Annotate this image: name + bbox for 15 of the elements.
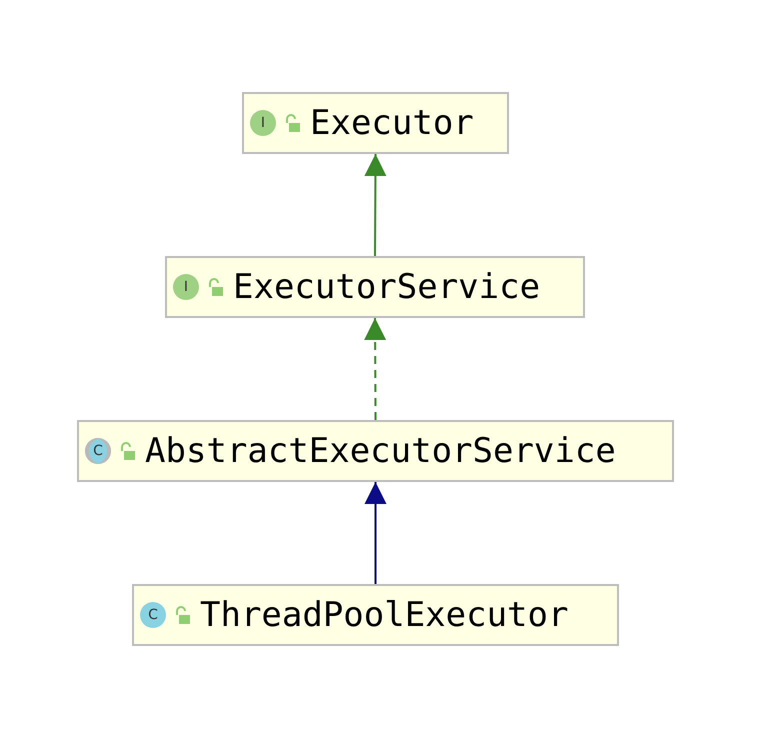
type-icon: I — [173, 274, 199, 300]
class-box — [165, 256, 585, 318]
class-name: ThreadPoolExecutor — [200, 595, 568, 635]
class-box — [77, 420, 674, 482]
inheritance-arrow — [364, 318, 386, 420]
type-icon: I — [250, 110, 276, 136]
inheritance-arrow — [364, 482, 386, 584]
abstract-class-icon: C — [85, 438, 111, 464]
type-icon: C — [140, 602, 166, 628]
class-box — [132, 584, 619, 646]
class-name: Executor — [310, 103, 474, 143]
class-name: AbstractExecutorService — [145, 431, 616, 471]
class-box — [242, 92, 509, 154]
inheritance-arrow — [364, 154, 386, 256]
class-name: ExecutorService — [233, 267, 540, 307]
